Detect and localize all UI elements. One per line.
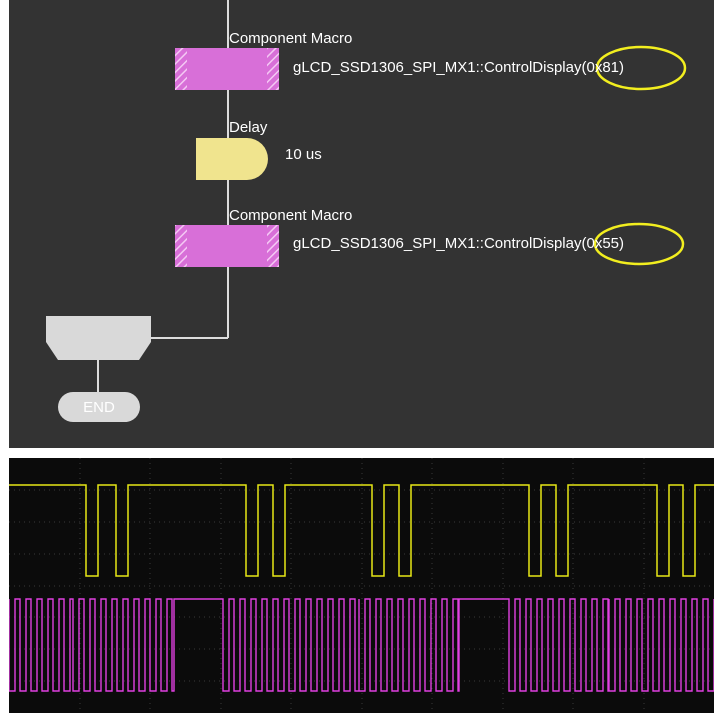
oscilloscope-screen [9,458,714,713]
delay-value-label: 10 us [285,146,322,163]
channel-2-trace [9,598,714,692]
end-label: END [83,399,115,416]
channel-1-trace [9,484,714,577]
macro-1-type-label: Component Macro [229,30,353,47]
component-macro-block-1[interactable] [175,48,279,90]
oscilloscope-traces [9,458,714,713]
macro-1-call-label: gLCD_SSD1306_SPI_MX1::ControlDisplay(0x8… [293,59,624,76]
highlight-ellipse-2 [593,222,685,266]
delay-type-label: Delay [229,119,268,136]
flowchart-canvas[interactable]: Component Macro gLCD_SSD1306_SPI_MX1::Co… [9,0,714,448]
delay-block[interactable] [196,138,268,180]
macro-2-call-label: gLCD_SSD1306_SPI_MX1::ControlDisplay(0x5… [293,235,624,252]
component-macro-block-2[interactable] [175,225,279,267]
end-terminator[interactable] [58,392,140,422]
highlight-ellipse-1 [595,45,687,91]
macro-2-type-label: Component Macro [229,207,353,224]
flowchart-drawing [46,0,687,422]
loop-end-block[interactable] [46,316,151,360]
